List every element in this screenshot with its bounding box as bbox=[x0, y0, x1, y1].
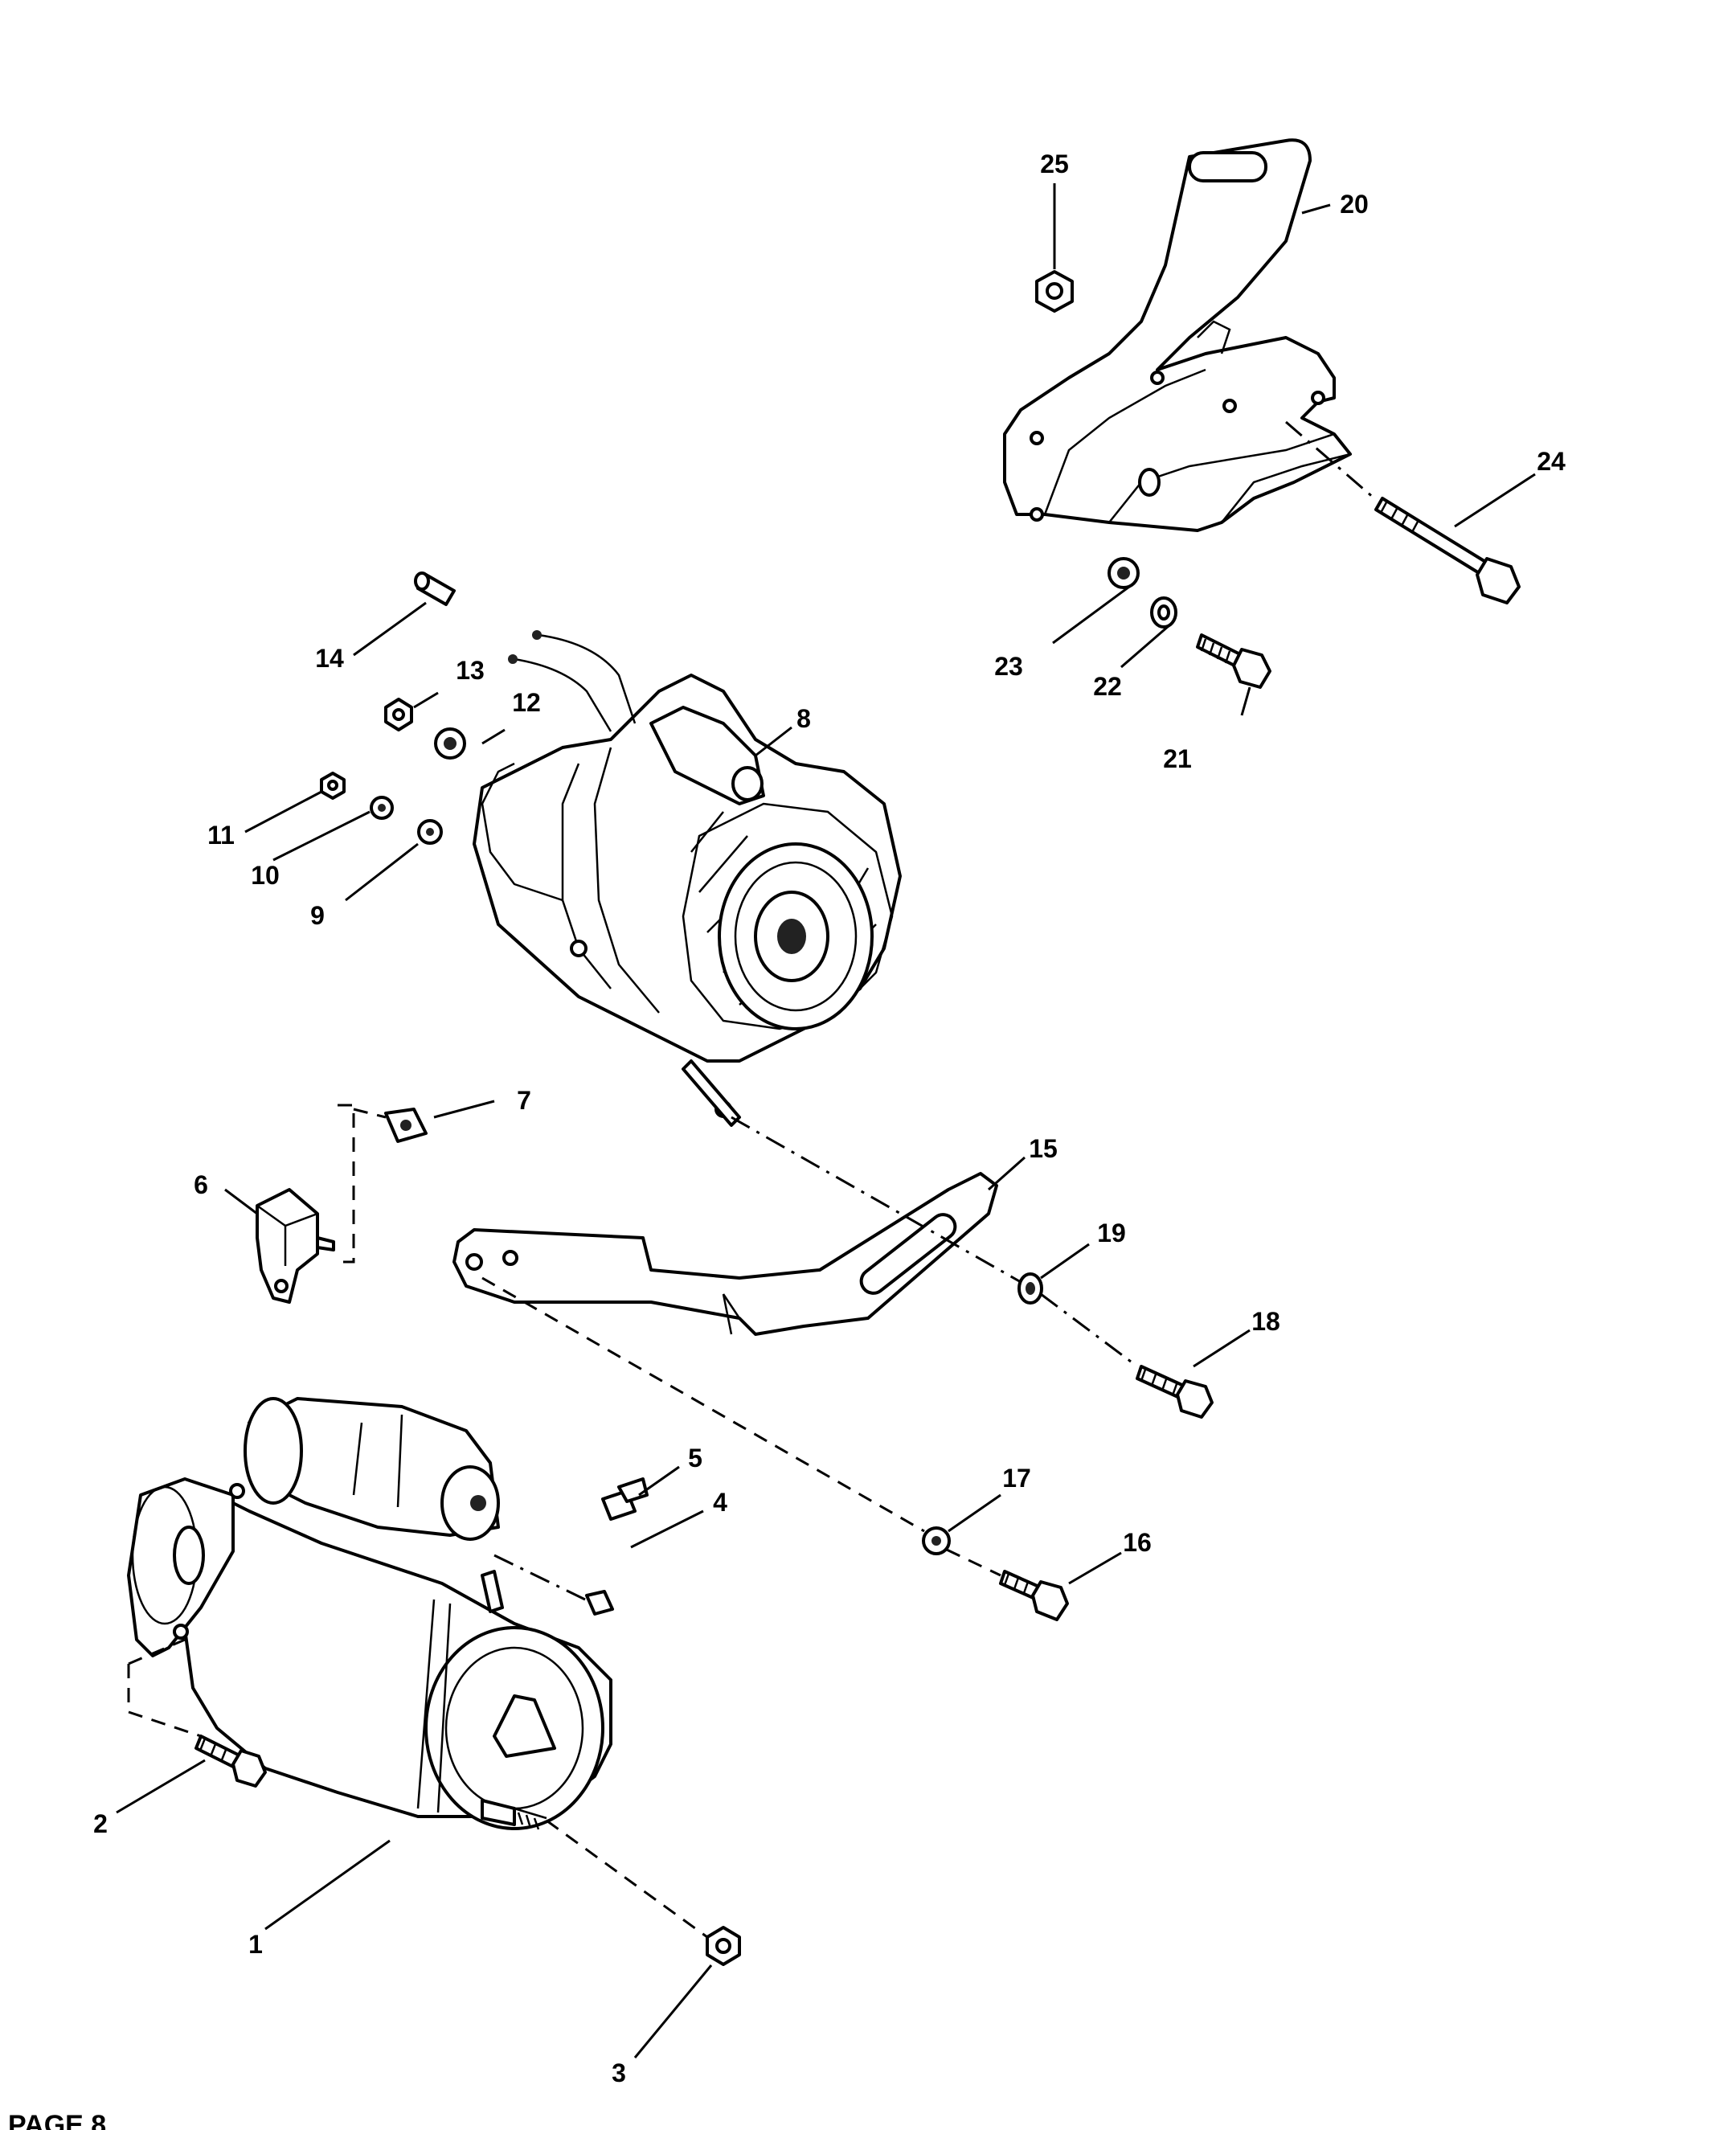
callout-14: 14 bbox=[315, 644, 344, 673]
flat-washer-icon bbox=[1150, 596, 1177, 629]
nut-icon bbox=[384, 698, 413, 731]
callout-19: 19 bbox=[1097, 1219, 1126, 1247]
callout-8: 8 bbox=[796, 704, 811, 733]
callout-18: 18 bbox=[1251, 1307, 1280, 1336]
bolt-icon bbox=[194, 1735, 267, 1788]
pin-icon bbox=[414, 571, 456, 606]
pulley bbox=[718, 842, 874, 1030]
callout-25: 25 bbox=[1040, 150, 1069, 178]
callout-20: 20 bbox=[1340, 190, 1369, 219]
callout-2: 2 bbox=[93, 1809, 108, 1838]
callout-16: 16 bbox=[1123, 1528, 1152, 1557]
callout-21: 21 bbox=[1163, 744, 1192, 773]
voltage-regulator bbox=[256, 1188, 335, 1304]
callout-labels: 1 2 3 4 5 6 7 8 9 10 11 12 13 14 15 16 1… bbox=[93, 150, 1566, 2087]
alternator bbox=[473, 630, 902, 1127]
callout-6: 6 bbox=[194, 1170, 208, 1199]
bolt-icon bbox=[1136, 1365, 1214, 1419]
callout-10: 10 bbox=[251, 861, 280, 890]
bolt-icon bbox=[1196, 633, 1271, 689]
bolt-icon bbox=[999, 1570, 1069, 1621]
upper-mounting-bracket bbox=[1003, 138, 1352, 532]
screw-icon bbox=[601, 1477, 649, 1521]
lock-nut-icon bbox=[922, 1526, 951, 1555]
callout-9: 9 bbox=[310, 901, 325, 930]
washer-icon bbox=[1017, 1272, 1043, 1305]
long-bolt-icon bbox=[1374, 497, 1521, 604]
callout-5: 5 bbox=[688, 1444, 702, 1473]
callout-12: 12 bbox=[512, 688, 541, 717]
callout-15: 15 bbox=[1029, 1134, 1058, 1163]
callout-13: 13 bbox=[456, 656, 485, 685]
nut-icon bbox=[320, 772, 346, 800]
callout-3: 3 bbox=[612, 2058, 626, 2087]
callout-23: 23 bbox=[994, 652, 1023, 681]
clip-nut-icon bbox=[384, 1108, 428, 1143]
callout-17: 17 bbox=[1002, 1464, 1031, 1493]
leader-lines bbox=[116, 183, 1536, 2058]
nut-icon bbox=[706, 1926, 741, 1966]
washer-icon bbox=[434, 727, 466, 760]
washer-icon bbox=[1108, 557, 1140, 589]
footer-page-label: PAGE 8 bbox=[8, 2110, 107, 2130]
callout-11: 11 bbox=[207, 821, 235, 850]
adjusting-brace bbox=[452, 1172, 998, 1336]
callout-22: 22 bbox=[1093, 672, 1122, 701]
callout-4: 4 bbox=[713, 1488, 727, 1517]
nut-icon bbox=[1035, 270, 1074, 313]
callout-24: 24 bbox=[1537, 447, 1566, 476]
washer-icon bbox=[417, 819, 443, 845]
starter-motor bbox=[127, 1397, 612, 1830]
lock-washer-icon bbox=[370, 796, 394, 820]
page-footer: PAGE 8 bbox=[0, 2110, 1736, 2130]
callout-7: 7 bbox=[517, 1086, 531, 1115]
square-nut-icon bbox=[585, 1590, 614, 1616]
callout-1: 1 bbox=[248, 1930, 263, 1959]
